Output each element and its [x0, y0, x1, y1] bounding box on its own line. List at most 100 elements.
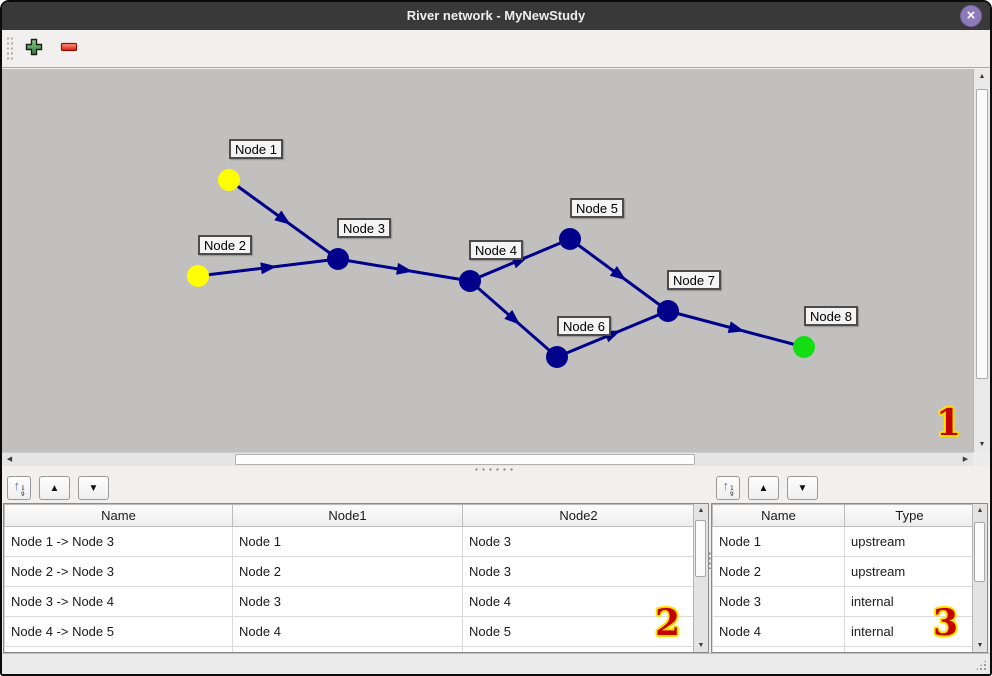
horizontal-scroll-thumb[interactable]	[235, 454, 695, 465]
table-cell[interactable]: Node 2	[232, 556, 463, 587]
node-label[interactable]: Node 8	[804, 306, 858, 326]
node-label[interactable]: Node 5	[570, 198, 624, 218]
node-circle[interactable]	[218, 169, 240, 191]
toolbar-drag-handle[interactable]	[6, 35, 13, 62]
table-cell[interactable]: Node 4	[462, 586, 695, 617]
column-header-name[interactable]: Name	[712, 504, 845, 527]
table-cell[interactable]: Node 3	[232, 586, 463, 617]
scroll-down-icon[interactable]: ▼	[978, 441, 986, 448]
edge-arrow-icon	[260, 262, 277, 275]
column-header-node1[interactable]: Node1	[232, 504, 463, 527]
table-cell[interactable]: Node 1	[712, 526, 845, 557]
vertical-scroll-thumb[interactable]	[976, 89, 988, 379]
edge-arrow-icon	[396, 262, 413, 275]
vertical-splitter-handle[interactable]	[708, 551, 711, 569]
node-circle[interactable]	[559, 228, 581, 250]
table-cell[interactable]: internal	[844, 586, 975, 617]
table-cell[interactable]: upstream	[844, 526, 975, 557]
node-circle[interactable]	[793, 336, 815, 358]
scroll-up-icon[interactable]: ▲	[697, 507, 705, 514]
table-cell[interactable]: Node 2	[712, 556, 845, 587]
scroll-down-icon[interactable]: ▼	[976, 642, 984, 649]
table-cell[interactable]: Node 1 -> Node 3	[4, 526, 233, 557]
nodes-scroll-thumb[interactable]	[974, 522, 985, 582]
node-circle[interactable]	[327, 248, 349, 270]
node-label[interactable]: Node 7	[667, 270, 721, 290]
main-toolbar	[2, 30, 990, 68]
close-icon: ×	[966, 7, 976, 24]
nodes-move-up-button[interactable]: ▲	[748, 476, 779, 500]
node-circle[interactable]	[546, 346, 568, 368]
table-cell[interactable]: Node 2 -> Node 3	[4, 556, 233, 587]
scroll-right-icon[interactable]: ▶	[962, 456, 969, 463]
scroll-up-icon[interactable]: ▲	[978, 73, 986, 80]
scrollbar-corner	[973, 452, 990, 466]
table-row	[712, 646, 975, 652]
table-cell[interactable]: Node 5	[462, 616, 695, 647]
scroll-left-icon[interactable]: ◀	[6, 456, 13, 463]
horizontal-splitter[interactable]	[2, 466, 990, 473]
down-arrow-icon: ▼	[88, 482, 99, 494]
status-bar	[2, 653, 990, 674]
table-cell[interactable]: Node 1	[232, 526, 463, 557]
column-header-node2[interactable]: Node2	[462, 504, 695, 527]
canvas-vertical-scrollbar[interactable]: ▲ ▼	[973, 69, 990, 452]
links-move-down-button[interactable]: ▼	[78, 476, 109, 500]
node-label[interactable]: Node 1	[229, 139, 283, 159]
window-title: River network - MyNewStudy	[406, 8, 586, 23]
node-label[interactable]: Node 6	[557, 316, 611, 336]
table-cell[interactable]: Node 3	[462, 556, 695, 587]
table-cell[interactable]: Node 3 -> Node 4	[4, 586, 233, 617]
splitter-handle[interactable]	[473, 468, 515, 471]
table-cell[interactable]: Node 4	[712, 616, 845, 647]
table-cell[interactable]: Node 4 -> Node 5	[4, 616, 233, 647]
table-cell[interactable]: Node 3	[712, 586, 845, 617]
node-label[interactable]: Node 3	[337, 218, 391, 238]
close-button[interactable]: ×	[960, 5, 982, 27]
nodes-move-down-button[interactable]: ▼	[787, 476, 818, 500]
scroll-down-icon[interactable]: ▼	[697, 642, 705, 649]
node-circle[interactable]	[187, 265, 209, 287]
table-cell[interactable]: Node 4	[232, 616, 463, 647]
edge-arrow-icon	[609, 266, 627, 281]
links-table-scrollbar[interactable]: ▲ ▼	[693, 504, 708, 652]
up-arrow-icon: ▲	[49, 482, 60, 494]
table-cell[interactable]: Node 3	[462, 526, 695, 557]
table-row	[4, 646, 695, 652]
links-move-up-button[interactable]: ▲	[39, 476, 70, 500]
add-button[interactable]	[20, 35, 48, 63]
links-scroll-thumb[interactable]	[695, 520, 706, 577]
table-cell[interactable]: upstream	[844, 556, 975, 587]
nodes-table-scrollbar[interactable]: ▲ ▼	[972, 504, 987, 652]
river-network-canvas[interactable]: Node 1 Node 2 Node 3 Node 4 Node 5 Node 6 Node…	[2, 69, 973, 452]
table-cell[interactable]: internal	[844, 616, 975, 647]
plus-icon	[25, 38, 43, 59]
column-header-name[interactable]: Name	[4, 504, 233, 527]
node-circle[interactable]	[657, 300, 679, 322]
remove-button[interactable]	[55, 35, 83, 63]
resize-grip[interactable]	[975, 659, 987, 671]
node-label[interactable]: Node 4	[469, 240, 523, 260]
column-header-type[interactable]: Type	[844, 504, 975, 527]
node-label[interactable]: Node 2	[198, 235, 252, 255]
scroll-up-icon[interactable]: ▲	[976, 507, 984, 514]
canvas-horizontal-scrollbar[interactable]: ◀ ▶	[2, 452, 973, 466]
node-circle[interactable]	[459, 270, 481, 292]
